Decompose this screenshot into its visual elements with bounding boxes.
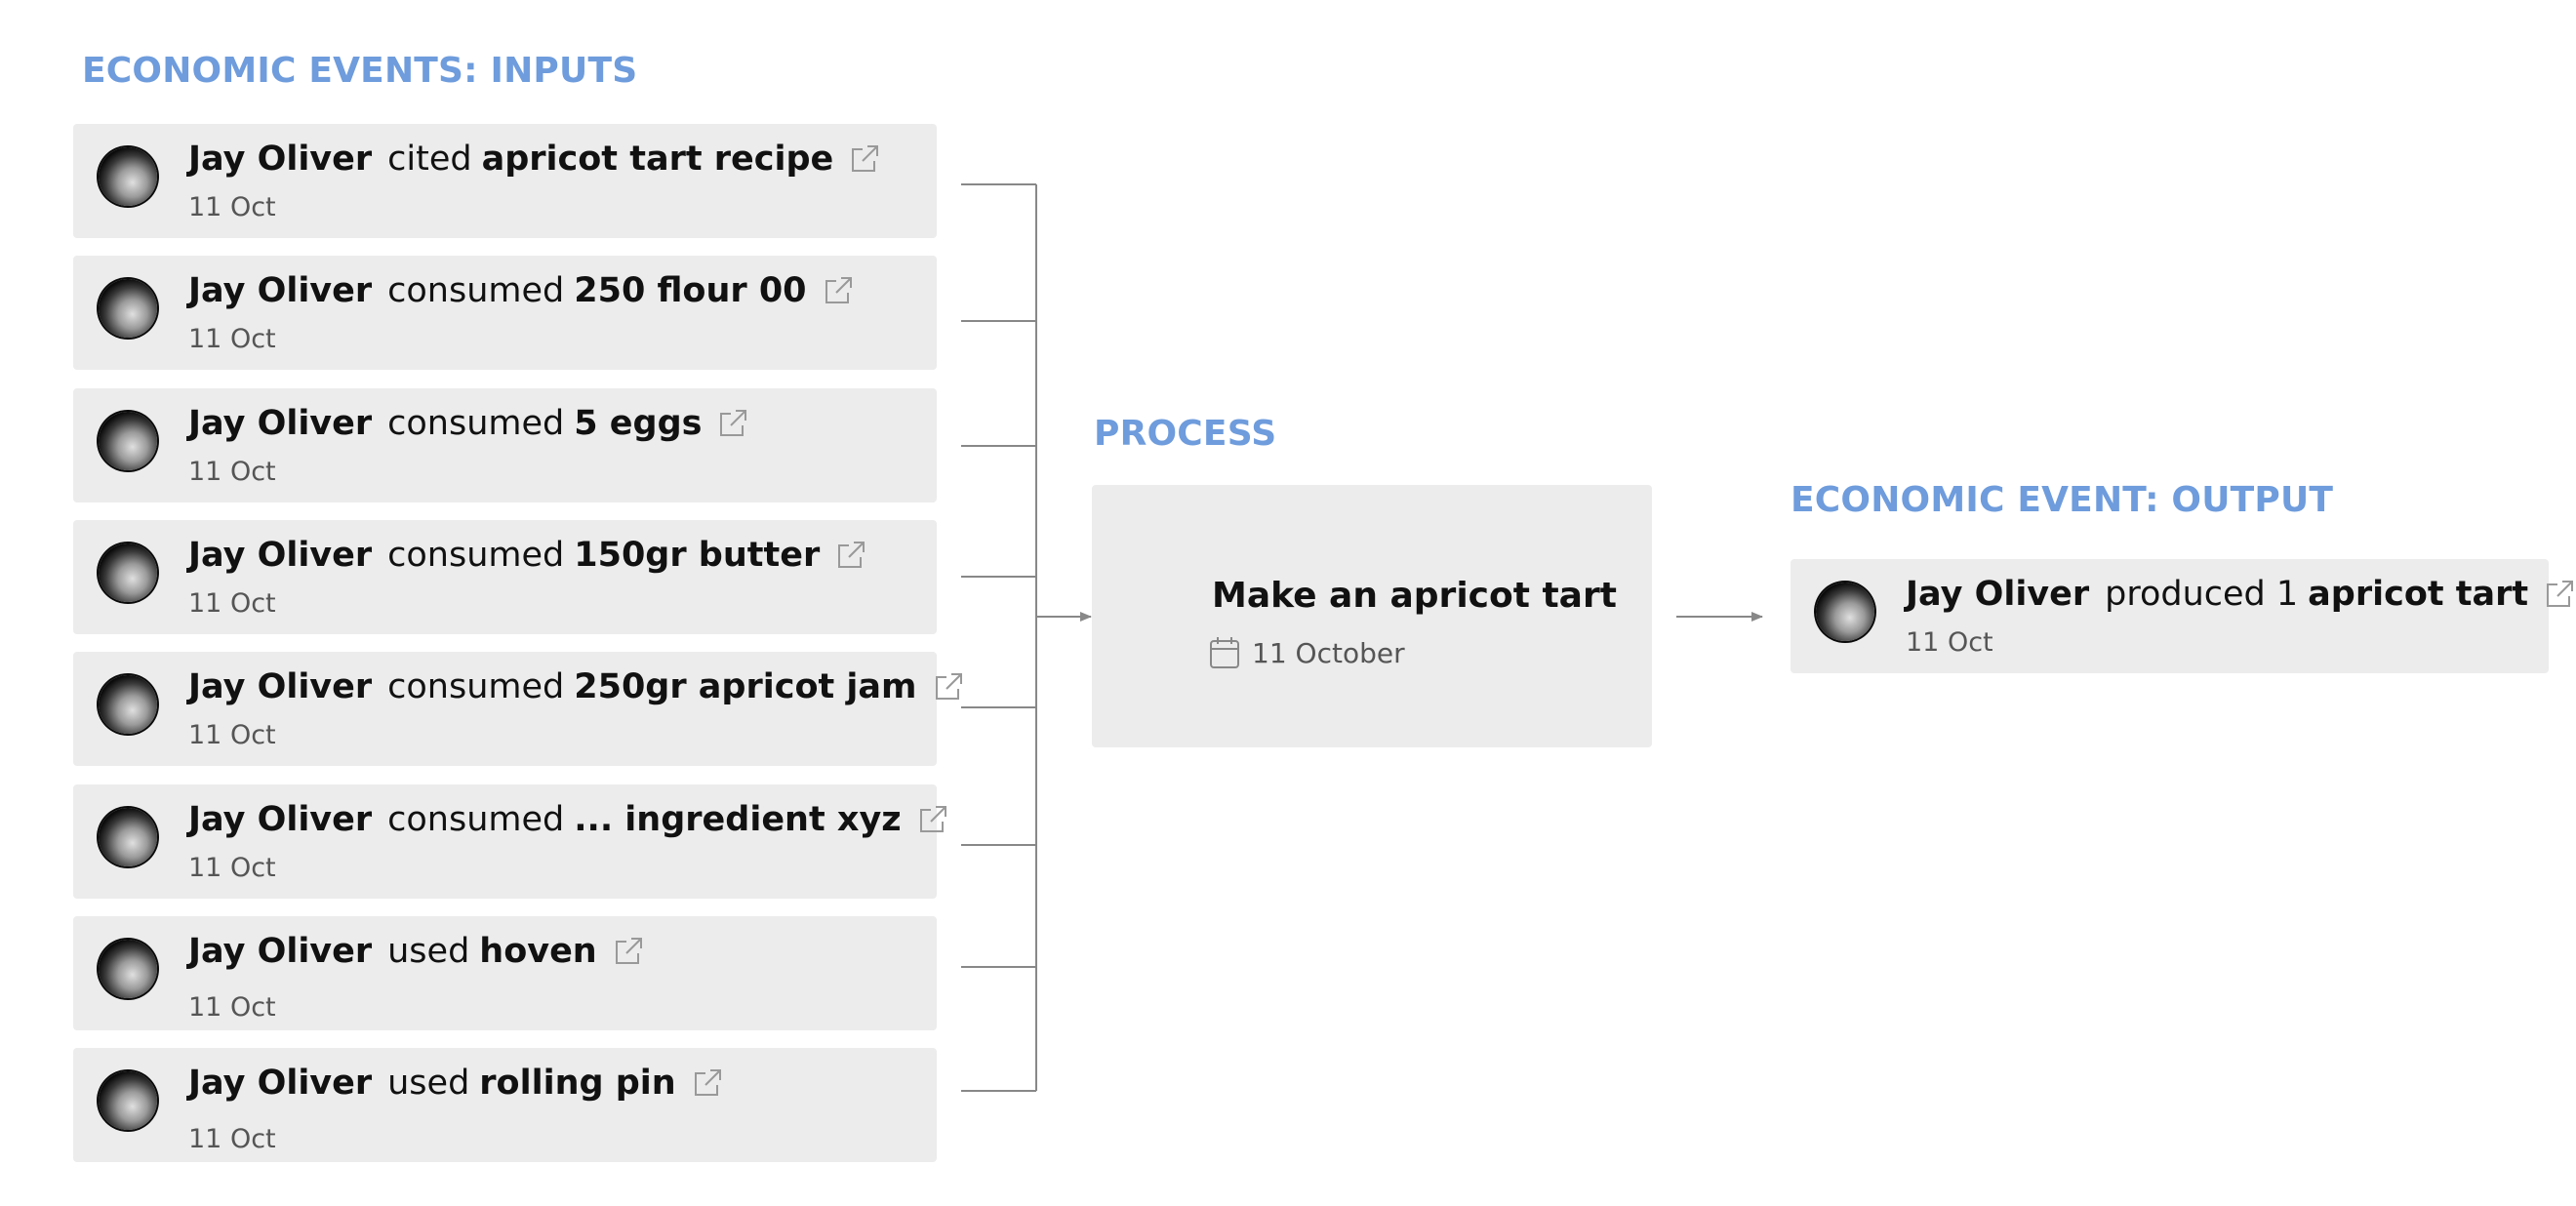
event-resource[interactable]: ... ingredient xyz xyxy=(574,800,902,839)
event-date: 11 Oct xyxy=(188,324,276,354)
event-date: 11 Oct xyxy=(188,1124,276,1154)
moon-avatar-icon xyxy=(99,543,157,602)
event-resource[interactable]: apricot tart recipe xyxy=(481,140,834,179)
event-date: 11 Oct xyxy=(188,992,276,1023)
process-date: 11 October xyxy=(1209,636,1405,669)
moon-avatar-icon xyxy=(99,808,157,866)
external-link-icon[interactable] xyxy=(2544,579,2575,610)
event-verb: used xyxy=(387,932,470,971)
external-link-icon[interactable] xyxy=(692,1067,723,1099)
external-link-icon[interactable] xyxy=(717,408,748,439)
process-section-title: PROCESS xyxy=(1094,414,1277,454)
input-event-card[interactable]: Jay Oliver consumed... ingredient xyz 11 O… xyxy=(73,784,946,899)
event-verb: used xyxy=(387,1064,470,1103)
process-name: Make an apricot tart xyxy=(1212,576,1617,616)
event-date: 11 Oct xyxy=(188,457,276,487)
moon-avatar-icon xyxy=(99,147,157,206)
calendar-icon xyxy=(1209,636,1252,669)
event-date: 11 Oct xyxy=(188,720,276,750)
external-link-icon[interactable] xyxy=(849,143,880,175)
event-resource[interactable]: 150gr butter xyxy=(574,536,821,575)
event-verb: consumed xyxy=(387,800,565,839)
event-summary: Jay Oliver produced 1 apricot tart xyxy=(1906,575,2575,614)
event-agent[interactable]: Jay Oliver xyxy=(188,800,373,839)
event-agent[interactable]: Jay Oliver xyxy=(188,932,373,971)
event-resource[interactable]: rolling pin xyxy=(479,1064,676,1103)
moon-avatar-icon xyxy=(99,279,157,338)
event-date: 11 Oct xyxy=(188,192,276,222)
external-link-icon[interactable] xyxy=(933,671,964,703)
event-resource[interactable]: apricot tart xyxy=(2308,575,2529,614)
event-verb: consumed xyxy=(387,404,565,443)
event-verb: cited xyxy=(387,140,472,179)
moon-avatar-icon xyxy=(99,940,157,998)
event-agent[interactable]: Jay Oliver xyxy=(1906,575,2090,614)
event-agent[interactable]: Jay Oliver xyxy=(188,140,373,179)
event-resource[interactable]: hoven xyxy=(479,932,597,971)
event-agent[interactable]: Jay Oliver xyxy=(188,536,373,575)
output-section-title: ECONOMIC EVENT: OUTPUT xyxy=(1791,480,2334,520)
event-verb: consumed xyxy=(387,536,565,575)
event-agent[interactable]: Jay Oliver xyxy=(188,667,373,706)
event-agent[interactable]: Jay Oliver xyxy=(188,271,373,310)
output-event-card[interactable]: Jay Oliver produced 1 apricot tart 11 Oc… xyxy=(1791,559,2574,673)
event-resource[interactable]: 5 eggs xyxy=(574,404,703,443)
event-date: 11 Oct xyxy=(188,588,276,619)
event-date: 11 Oct xyxy=(1906,627,1993,658)
moon-avatar-icon xyxy=(1816,583,1874,641)
event-summary: Jay Oliver consumed... ingredient xyz xyxy=(188,800,948,839)
event-agent[interactable]: Jay Oliver xyxy=(188,1064,373,1103)
moon-avatar-icon xyxy=(99,1071,157,1130)
event-resource[interactable]: 250 flour 00 xyxy=(574,271,807,310)
moon-avatar-icon xyxy=(99,675,157,734)
inputs-section-title: ECONOMIC EVENTS: INPUTS xyxy=(82,51,638,91)
external-link-icon[interactable] xyxy=(823,275,854,306)
external-link-icon[interactable] xyxy=(613,936,644,967)
external-link-icon[interactable] xyxy=(917,804,948,835)
process-card[interactable]: Make an apricot tart 11 October xyxy=(1092,485,1652,747)
process-date-text: 11 October xyxy=(1252,636,1405,669)
event-agent[interactable]: Jay Oliver xyxy=(188,404,373,443)
event-verb: consumed xyxy=(387,271,565,310)
event-verb: produced 1 xyxy=(2105,575,2299,614)
event-verb: consumed xyxy=(387,667,565,706)
event-resource[interactable]: 250gr apricot jam xyxy=(574,667,917,706)
external-link-icon[interactable] xyxy=(835,540,866,571)
moon-avatar-icon xyxy=(99,412,157,470)
event-date: 11 Oct xyxy=(188,853,276,883)
